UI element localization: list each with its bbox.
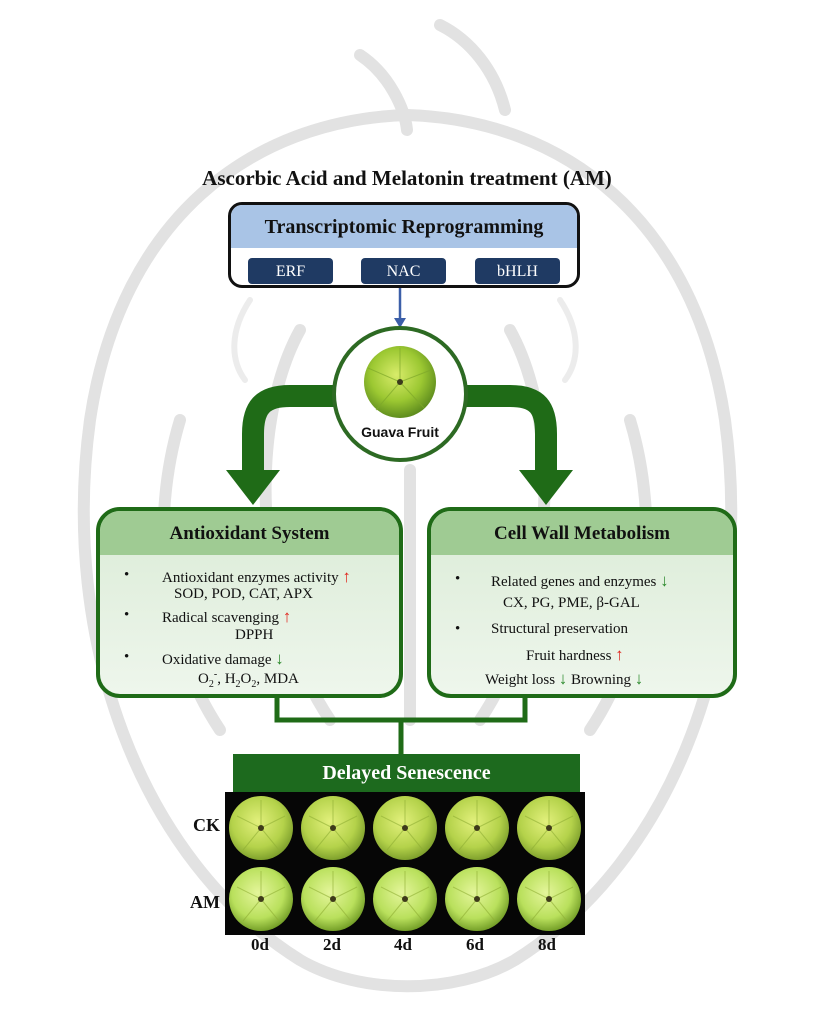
antioxidant-item-radical-text: Radical scavenging — [162, 610, 280, 626]
antioxidant-enzymes-list: SOD, POD, CAT, APX — [174, 586, 313, 602]
cellwall-item-genes: Related genes and enzymes ↓ — [491, 571, 669, 591]
fruit-am-3 — [445, 867, 509, 931]
fruit-ck-3 — [445, 796, 509, 860]
right-branch-arrow — [462, 385, 557, 470]
cellwall-heading: Cell Wall Metabolism — [431, 511, 733, 555]
fruit-ck-4 — [517, 796, 581, 860]
guava-fruit-image — [364, 346, 436, 418]
row-label-am: AM — [190, 892, 220, 912]
cellwall-browning-text: Browning — [571, 672, 632, 688]
antioxidant-dpph: DPPH — [235, 627, 274, 643]
up-arrow-icon: ↑ — [282, 607, 292, 626]
bullet: • — [124, 607, 130, 623]
day-label-6d: 6d — [466, 935, 484, 954]
merge-bracket — [274, 698, 528, 723]
down-arrow-icon: ↓ — [634, 669, 644, 688]
fruit-photo-grid-svg — [229, 796, 581, 931]
marker-h: , H — [217, 671, 236, 687]
transcriptomic-heading: Transcriptomic Reprogramming — [231, 205, 577, 248]
page-title: Ascorbic Acid and Melatonin treatment (A… — [202, 166, 612, 190]
bullet: • — [124, 567, 130, 583]
day-label-8d: 8d — [538, 935, 556, 954]
cellwall-item-genes-text: Related genes and enzymes — [491, 574, 657, 590]
left-branch-arrow-head — [226, 470, 280, 505]
down-arrow-icon: ↓ — [275, 649, 284, 668]
antioxidant-item-oxidative: Oxidative damage ↓ — [162, 649, 284, 669]
down-arrow-icon: ↓ — [558, 669, 568, 688]
day-label-4d: 4d — [394, 935, 412, 954]
antioxidant-item-enzymes-text: Antioxidant enzymes activity — [162, 570, 339, 586]
cellwall-enzymes-list: CX, PG, PME, β-GAL — [503, 595, 640, 611]
marker-o: O — [198, 671, 209, 687]
cellwall-panel: Cell Wall Metabolism • Related genes and… — [427, 507, 737, 698]
cellwall-weight-loss-text: Weight loss — [485, 672, 556, 688]
up-arrow-icon: ↑ — [615, 645, 624, 664]
right-branch-arrow-head — [519, 470, 573, 505]
marker-sub: 2 — [251, 679, 257, 690]
row-label-ck: CK — [193, 815, 220, 835]
marker-mda: , MDA — [256, 671, 299, 687]
bullet: • — [455, 621, 461, 637]
bullet: • — [455, 571, 461, 587]
guava-fruit-label: Guava Fruit — [361, 424, 439, 440]
marker-sub: 2 — [208, 679, 214, 690]
day-label-0d: 0d — [251, 935, 269, 954]
fruit-ck-1 — [301, 796, 365, 860]
up-arrow-icon: ↑ — [342, 567, 351, 586]
antioxidant-item-enzymes: Antioxidant enzymes activity ↑ — [162, 567, 351, 587]
fruit-ck-0 — [229, 796, 293, 860]
fruit-ck-2 — [373, 796, 437, 860]
chip-nac: NAC — [361, 258, 446, 284]
marker-o: O — [240, 671, 252, 687]
fruit-am-4 — [517, 867, 581, 931]
cellwall-item-hardness: Fruit hardness ↑ — [526, 645, 624, 665]
fruit-am-1 — [301, 867, 365, 931]
antioxidant-panel: Antioxidant System • Antioxidant enzymes… — [96, 507, 403, 698]
transcriptomic-box: Transcriptomic Reprogramming ERF NAC bHL… — [228, 202, 580, 288]
fruit-am-2 — [373, 867, 437, 931]
cellwall-item-weight-browning: Weight loss ↓ Browning ↓ — [485, 669, 643, 689]
day-label-2d: 2d — [323, 935, 341, 954]
delayed-senescence-banner: Delayed Senescence — [233, 754, 580, 792]
cellwall-hardness-text: Fruit hardness — [526, 648, 612, 664]
antioxidant-item-radical: Radical scavenging ↑ — [162, 607, 291, 627]
marker-sub: 2 — [235, 679, 241, 690]
fruit-am-0 — [229, 867, 293, 931]
antioxidant-heading: Antioxidant System — [100, 511, 399, 555]
left-branch-arrow — [242, 385, 338, 470]
guava-fruit-circle — [332, 326, 468, 462]
antioxidant-oxidative-markers: O2-, H2O2, MDA — [198, 669, 299, 690]
chip-erf: ERF — [248, 258, 333, 284]
cellwall-item-structural: Structural preservation — [491, 621, 629, 637]
bullet: • — [124, 649, 130, 665]
fruit-photo-grid — [225, 792, 585, 935]
antioxidant-item-oxidative-text: Oxidative damage — [162, 652, 272, 668]
chip-bhlh: bHLH — [475, 258, 560, 284]
blue-down-arrow-head — [394, 318, 406, 328]
down-arrow-icon: ↓ — [660, 571, 669, 590]
marker-sup: - — [213, 669, 218, 680]
